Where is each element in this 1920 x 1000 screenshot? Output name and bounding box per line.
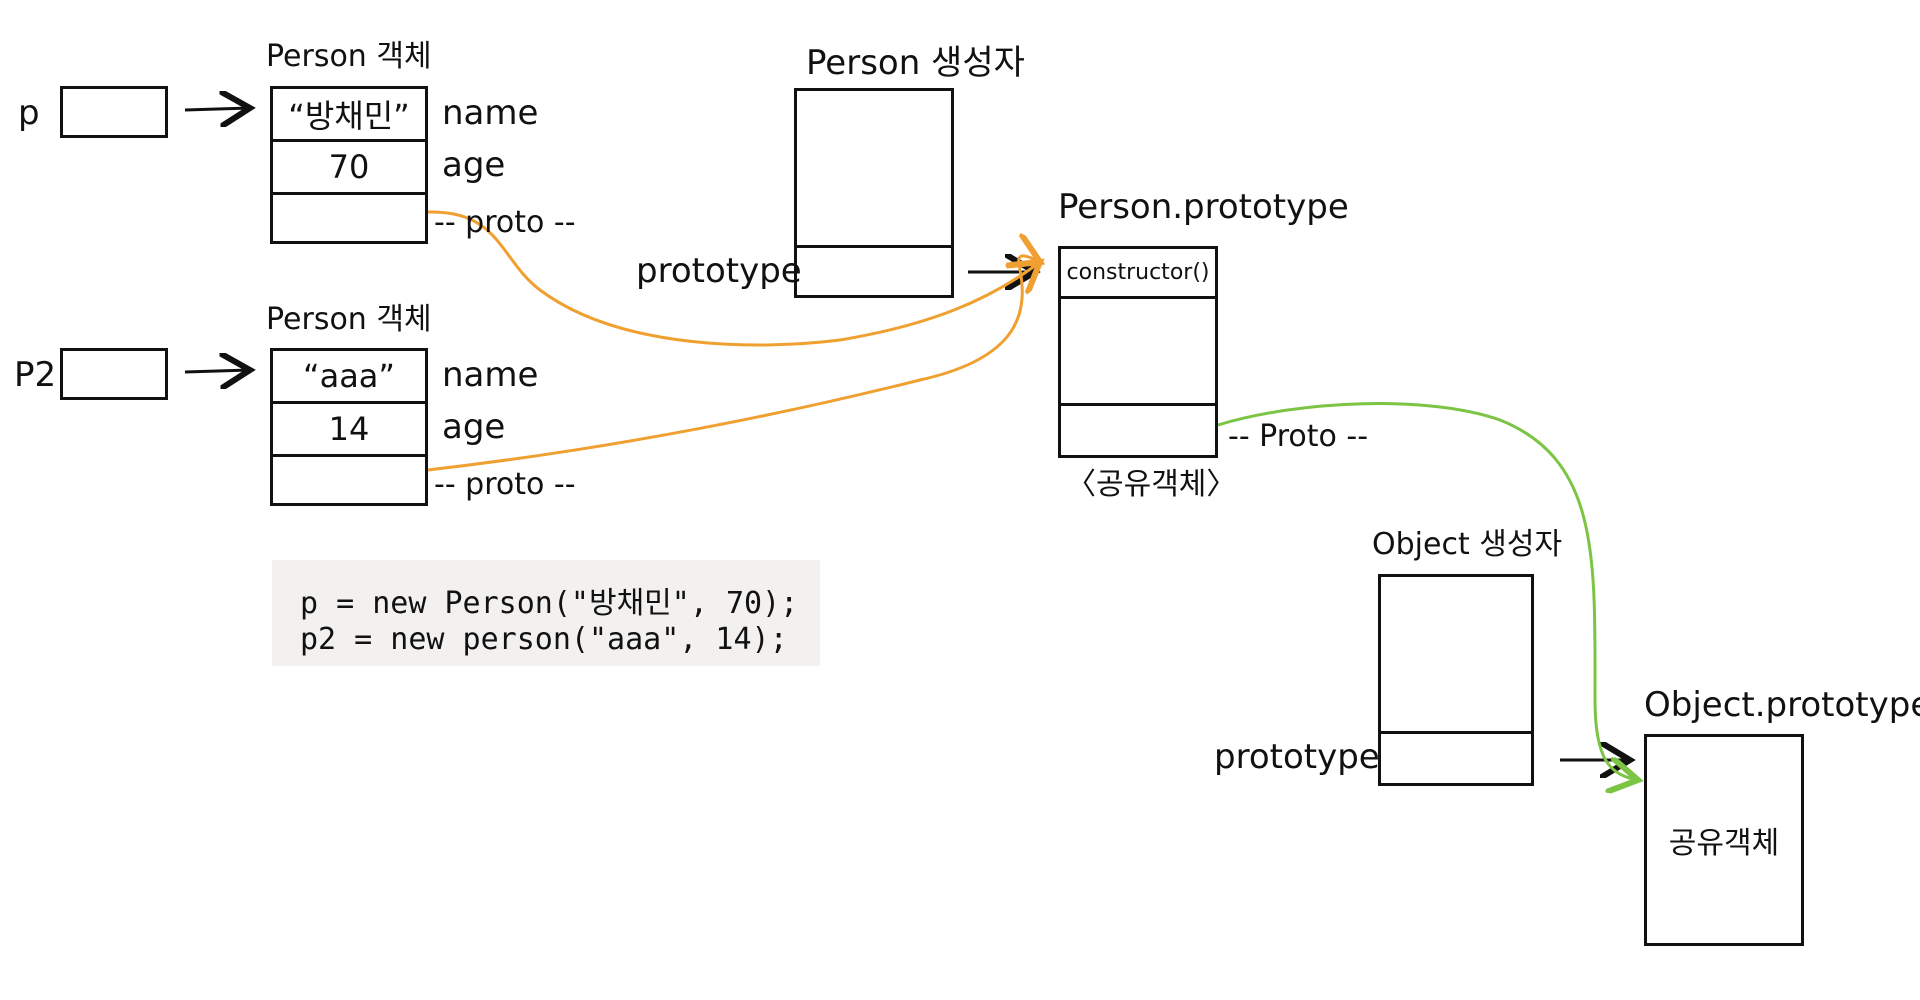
object-prototype: 공유객체 xyxy=(1644,734,1804,946)
variable-p-label: p xyxy=(18,93,40,133)
person-constructor-body xyxy=(797,91,951,248)
p2-ref-arrow xyxy=(184,370,250,372)
variable-p2-box xyxy=(60,348,168,400)
person-object-2-age-label: age xyxy=(442,407,506,447)
person-object-1: “방채민” 70 xyxy=(270,86,428,244)
person-object-2-age-cell: 14 xyxy=(273,404,425,457)
object-prototype-body-text: 공유객체 xyxy=(1668,826,1780,861)
p-ref-arrow xyxy=(184,108,250,110)
p2-proto-link xyxy=(427,256,1040,472)
variable-p-box xyxy=(60,86,168,138)
person-object-2-name-cell: “aaa” xyxy=(273,351,425,404)
person-prototype-constructor-cell: constructor() xyxy=(1061,249,1215,299)
person-object-1-name-cell: “방채민” xyxy=(273,89,425,142)
person-constructor-prototype-cell xyxy=(797,248,951,298)
object-constructor-prototype-cell xyxy=(1381,734,1531,786)
object-constructor-title: Object 생성자 xyxy=(1372,527,1563,562)
person-object-1-proto-label: -- proto -- xyxy=(434,205,576,240)
person-constructor-prototype-label: prototype xyxy=(636,251,802,291)
person-constructor-title: Person 생성자 xyxy=(806,43,1025,83)
person-object-2: “aaa” 14 xyxy=(270,348,428,506)
person-object-1-name-label: name xyxy=(442,93,539,133)
person-prototype-body xyxy=(1061,299,1215,406)
person-object-1-age-cell: 70 xyxy=(273,142,425,195)
person-object-2-name-label: name xyxy=(442,355,539,395)
person-prototype-title: Person.prototype xyxy=(1058,187,1349,227)
person-prototype-proto-label: -- Proto -- xyxy=(1228,419,1369,454)
person-object-2-proto-label: -- proto -- xyxy=(434,467,576,502)
code-snippet: p = new Person("방채민", 70); p2 = new pers… xyxy=(272,560,820,666)
person-object-1-title: Person 객체 xyxy=(266,39,432,74)
person-prototype-caption: 〈공유객체〉 xyxy=(1066,467,1237,502)
person-prototype: constructor() xyxy=(1058,246,1218,458)
person-object-1-age-label: age xyxy=(442,145,506,185)
person-prototype-proto-link xyxy=(1217,402,1638,780)
person-constructor xyxy=(794,88,954,298)
person-object-1-proto-cell xyxy=(273,195,425,244)
object-constructor-prototype-label: prototype xyxy=(1214,737,1380,777)
p-proto-link xyxy=(427,210,1040,347)
person-object-2-proto-cell xyxy=(273,457,425,506)
object-constructor-body xyxy=(1381,577,1531,734)
code-line-1: p = new Person("방채민", 70); xyxy=(300,586,799,621)
person-prototype-proto-cell xyxy=(1061,406,1215,458)
person-object-2-title: Person 객체 xyxy=(266,302,432,337)
object-constructor xyxy=(1378,574,1534,786)
code-line-2: p2 = new person("aaa", 14); xyxy=(300,622,788,657)
object-prototype-title: Object.prototype xyxy=(1644,685,1920,725)
variable-p2-label: P2 xyxy=(14,355,57,395)
